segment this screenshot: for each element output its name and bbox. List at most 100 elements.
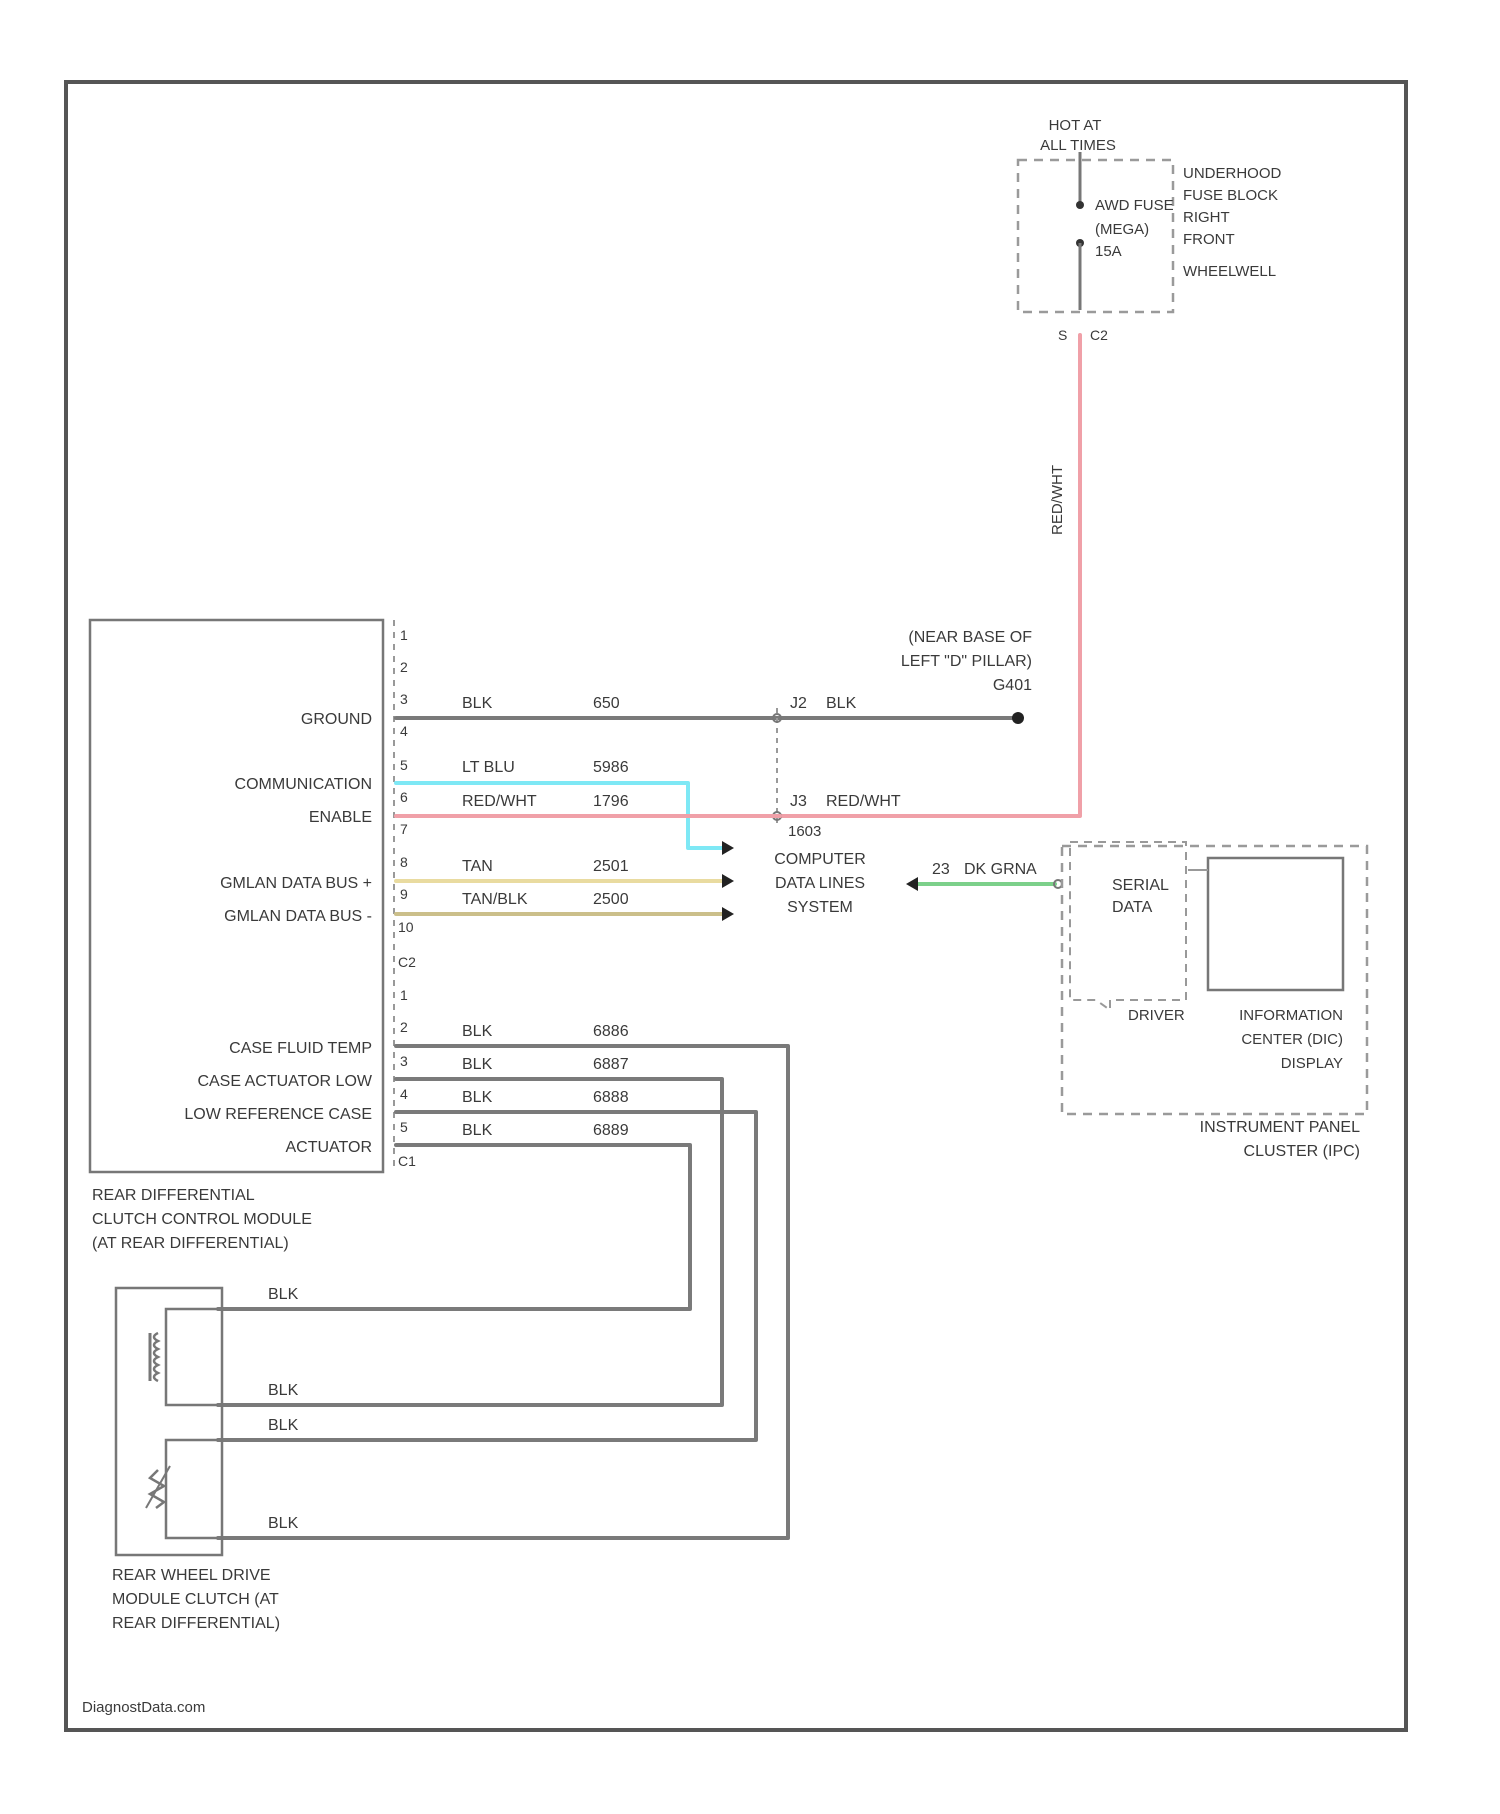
enable-wire-color: RED/WHT [462, 793, 537, 810]
rear-wheel-drive-module-clutch [116, 1288, 222, 1555]
enable-splice-circuit: 1603 [788, 823, 821, 840]
fuse-terminal-label: S [1058, 327, 1067, 343]
func-gmlan-hi: GMLAN DATA BUS + [220, 875, 372, 892]
module-connector-c2: 1 2 3 4 5 6 7 8 9 10 C2 [398, 627, 416, 970]
func-communication: COMMUNICATION [235, 776, 372, 793]
fuse-location-5: WHEELWELL [1183, 263, 1276, 280]
func-case-actuator-low: CASE ACTUATOR LOW [197, 1073, 372, 1090]
fuse-rating: (MEGA) [1095, 221, 1149, 238]
clutch-wire-3-label: BLK [268, 1417, 299, 1434]
fuse-location-1: UNDERHOOD [1183, 165, 1282, 182]
case-actuator-low-wire-circuit: 6887 [593, 1056, 629, 1073]
hot-at-label: HOT AT [1049, 117, 1102, 134]
pin-c2-5: 5 [400, 757, 408, 773]
low-reference-case-wire-circuit: 6888 [593, 1089, 629, 1106]
fuse-connector-label: C2 [1090, 327, 1108, 343]
func-gmlan-lo: GMLAN DATA BUS - [224, 908, 372, 925]
comm-wire-color: LT BLU [462, 759, 515, 776]
case-fluid-temp-wire-color: BLK [462, 1023, 493, 1040]
computer-data-lines-1: COMPUTER [774, 851, 866, 868]
clutch-label-2: MODULE CLUTCH (AT [112, 1591, 279, 1608]
enable-feed-wire [780, 335, 1080, 816]
connector-c2-label: C2 [398, 954, 416, 970]
low-reference-case-wire [218, 1112, 756, 1440]
serial-connector: A [1026, 861, 1037, 878]
clutch-wire-4-label: BLK [268, 1515, 299, 1532]
serial-data-label-2: DATA [1112, 899, 1153, 916]
gmlan-hi-wire-circuit: 2501 [593, 858, 629, 875]
pin-c1-1: 1 [400, 987, 408, 1003]
case-fluid-temp-wire-circuit: 6886 [593, 1023, 629, 1040]
module-label-1: REAR DIFFERENTIAL [92, 1187, 255, 1204]
enable-splice-wire: RED/WHT [826, 793, 901, 810]
ground-splice-id: J2 [790, 695, 807, 712]
pin-c1-5: 5 [400, 1119, 408, 1135]
actuator-wire-circuit: 6889 [593, 1122, 629, 1139]
module-label-2: CLUTCH CONTROL MODULE [92, 1211, 312, 1228]
actuator-wire-color: BLK [462, 1122, 493, 1139]
clutch-label-1: REAR WHEEL DRIVE [112, 1567, 271, 1584]
func-actuator: ACTUATOR [285, 1139, 372, 1156]
pin-c2-10: 10 [398, 919, 414, 935]
diagram-frame [66, 82, 1406, 1730]
connector-c1-label: C1 [398, 1153, 416, 1169]
comm-wire-circuit: 5986 [593, 759, 629, 776]
dic-driver-label: DRIVER [1128, 1007, 1185, 1024]
ground-point-g401 [1012, 712, 1024, 724]
dic-label-1: INFORMATION [1239, 1007, 1343, 1024]
pin-c2-1: 1 [400, 627, 408, 643]
enable-splice-id: J3 [790, 793, 807, 810]
computer-data-lines-3: SYSTEM [787, 899, 853, 916]
clutch-coil-icon [150, 1333, 158, 1381]
dic-display-box [1208, 858, 1343, 990]
ground-wire-circuit: 650 [593, 695, 620, 712]
case-actuator-low-wire-color: BLK [462, 1056, 493, 1073]
fuse-name: AWD FUSE [1095, 197, 1174, 214]
gmlan-lo-wire-circuit: 2500 [593, 891, 629, 908]
ground-splice-wire: BLK [826, 695, 857, 712]
ipc-label-1: INSTRUMENT PANEL [1200, 1119, 1360, 1136]
func-ground: GROUND [301, 711, 372, 728]
clutch-wire-2-label: BLK [268, 1382, 299, 1399]
serial-data-label-1: SERIAL [1112, 877, 1169, 894]
clutch-wire-1-label: BLK [268, 1286, 299, 1303]
module-label-3: (AT REAR DIFFERENTIAL) [92, 1235, 289, 1252]
func-low-reference-case: LOW REFERENCE CASE [184, 1106, 372, 1123]
gmlan-lo-arrow [722, 907, 734, 921]
func-case-fluid-temp: CASE FLUID TEMP [229, 1040, 372, 1057]
fuse-location-3: RIGHT [1183, 209, 1230, 226]
enable-feed-wire-label: RED/WHT [1049, 465, 1066, 535]
pin-c1-2: 2 [400, 1019, 408, 1035]
pin-c2-4: 4 [400, 723, 408, 739]
ground-location-1: (NEAR BASE OF [908, 629, 1032, 646]
pin-c2-8: 8 [400, 854, 408, 870]
gmlan-hi-arrow [722, 874, 734, 888]
ground-location-2: LEFT "D" PILLAR) [901, 653, 1032, 670]
comm-arrow [722, 841, 734, 855]
serial-data-arrow [906, 877, 918, 891]
pin-c1-3: 3 [400, 1053, 408, 1069]
ground-location-3: G401 [993, 677, 1032, 694]
pin-c2-7: 7 [400, 821, 408, 837]
func-enable: ENABLE [309, 809, 372, 826]
dic-label-2: CENTER (DIC) [1241, 1031, 1343, 1048]
clutch-label-3: REAR DIFFERENTIAL) [112, 1615, 280, 1632]
computer-data-lines-2: DATA LINES [775, 875, 865, 892]
ipc-label-2: CLUSTER (IPC) [1244, 1143, 1360, 1160]
fuse-location-4: FRONT [1183, 231, 1235, 248]
low-reference-case-wire-color: BLK [462, 1089, 493, 1106]
pin-c2-2: 2 [400, 659, 408, 675]
fuse-block: HOT AT ALL TIMES AWD FUSE (MEGA) 15A UND… [1018, 117, 1282, 343]
enable-wire-circuit: 1796 [593, 793, 629, 810]
serial-wire-color: DK GRN [964, 861, 1026, 878]
pin-c2-9: 9 [400, 886, 408, 902]
gmlan-lo-wire-color: TAN/BLK [462, 891, 528, 908]
pin-c2-6: 6 [400, 789, 408, 805]
footer-watermark: DiagnostData.com [82, 1699, 205, 1716]
all-times-label: ALL TIMES [1040, 137, 1116, 154]
fuse-terminal-top [1076, 201, 1084, 209]
ground-wire-color: BLK [462, 695, 493, 712]
dic-label-3: DISPLAY [1281, 1055, 1343, 1072]
gmlan-hi-wire-color: TAN [462, 858, 493, 875]
